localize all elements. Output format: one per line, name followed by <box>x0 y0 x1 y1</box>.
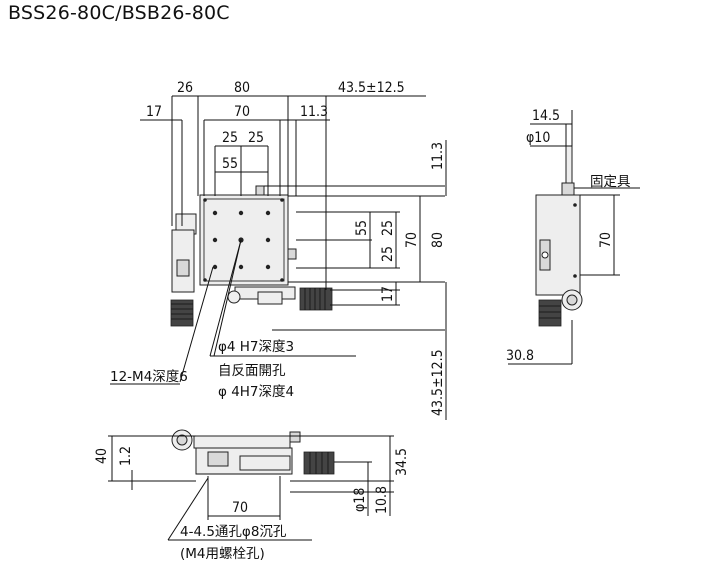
dim-55-right: 55 <box>354 220 370 236</box>
stage-table-inner <box>203 198 285 282</box>
dim-30-8: 30.8 <box>506 348 534 364</box>
dim-25-right-a: 25 <box>380 220 396 236</box>
note-rear-open: 自反面開孔 <box>218 363 286 379</box>
dim-11-3-right: 11.3 <box>430 142 446 170</box>
front-view: 40 1.2 34.5 φ18 10.8 70 4-4.5通孔φ8沉孔 (M4用… <box>94 429 410 562</box>
left-micrometer-knob <box>170 299 194 327</box>
dim-80-top: 80 <box>234 80 250 96</box>
top-view: 26 80 43.5±12.5 17 70 11.3 25 25 55 11.3… <box>110 80 447 420</box>
dim-43-5-bottom: 43.5±12.5 <box>430 349 446 416</box>
dim-26: 26 <box>177 80 193 96</box>
side-view: 14.5 φ10 固定具 70 30.8 <box>506 108 640 365</box>
dim-25-right-b: 25 <box>380 246 396 262</box>
top-clamp <box>255 185 265 196</box>
dim-70-front: 70 <box>232 500 248 516</box>
side-body <box>535 194 581 296</box>
right-lock-screw <box>287 248 297 260</box>
dim-phi18: φ18 <box>352 488 368 512</box>
bottom-lock-knob <box>227 290 241 304</box>
dim-10-8: 10.8 <box>374 486 390 514</box>
front-micrometer-body <box>239 455 291 471</box>
page-title: BSS26-80C/BSB26-80C <box>8 2 230 24</box>
bottom-micrometer-sleeve <box>257 291 283 305</box>
dim-17-right: 17 <box>380 286 396 302</box>
dim-55-top: 55 <box>222 156 238 172</box>
dim-43-5-top: 43.5±12.5 <box>338 80 405 96</box>
dim-1-2: 1.2 <box>118 446 134 466</box>
left-scale-window <box>176 259 190 277</box>
note-tap-holes: 12-M4深度6 <box>110 369 188 385</box>
front-micrometer-knob <box>303 451 335 475</box>
bottom-micrometer-knob <box>299 287 333 311</box>
dim-40: 40 <box>94 448 110 464</box>
dim-11-3-top: 11.3 <box>300 104 328 120</box>
dim-34-5: 34.5 <box>394 448 410 476</box>
side-shaft <box>565 145 573 187</box>
side-clamp <box>561 182 575 196</box>
dim-25-a: 25 <box>222 130 238 146</box>
dim-14-5: 14.5 <box>532 108 560 124</box>
front-lock <box>207 451 229 467</box>
dim-70-side: 70 <box>598 232 614 248</box>
note-holes: 4-4.5通孔φ8沉孔 <box>180 524 287 540</box>
dim-phi10: φ10 <box>526 130 550 146</box>
note-clamp: 固定具 <box>590 174 631 190</box>
dim-70-right: 70 <box>404 232 420 248</box>
front-clamp <box>289 431 301 443</box>
note-pin-hole: φ4 H7深度3 <box>218 339 294 355</box>
dim-70-top: 70 <box>234 104 250 120</box>
note-rear-pin: φ 4H7深度4 <box>218 384 294 400</box>
dim-17-top: 17 <box>146 104 162 120</box>
dim-80-right: 80 <box>430 232 446 248</box>
front-table <box>193 435 291 449</box>
side-knob <box>538 299 562 327</box>
tap-holes <box>203 198 284 282</box>
note-holes-sub: (M4用螺栓孔) <box>180 546 265 562</box>
dim-25-b: 25 <box>248 130 264 146</box>
